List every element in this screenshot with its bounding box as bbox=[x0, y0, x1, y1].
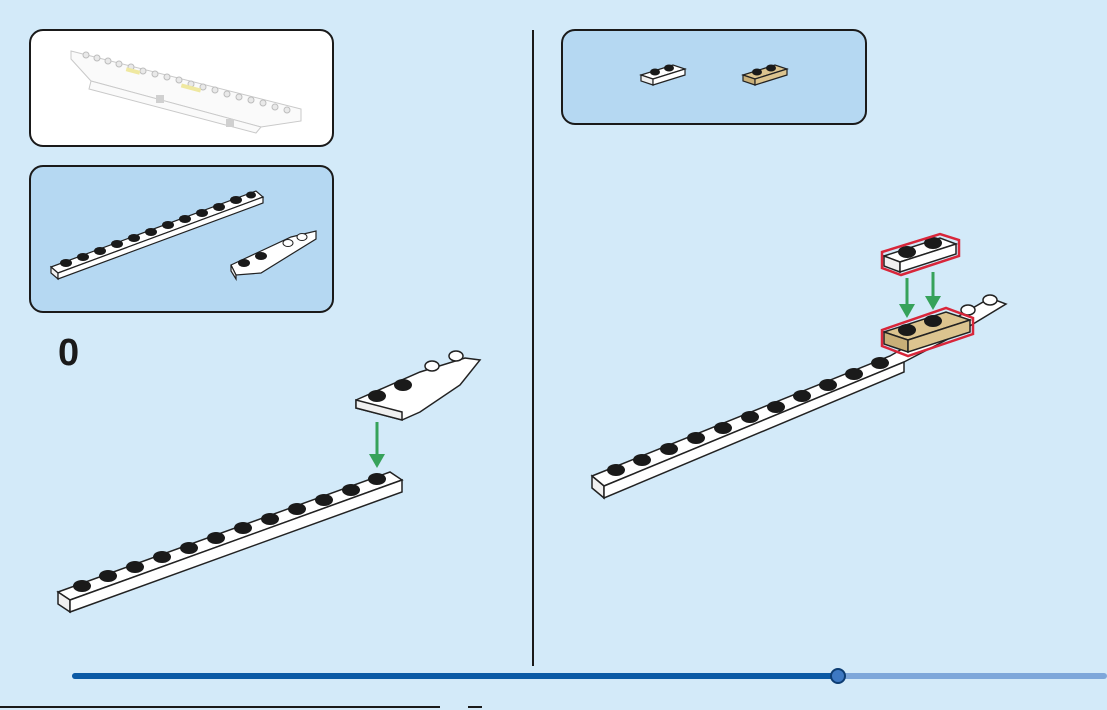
submodel-preview-panel bbox=[29, 29, 334, 147]
progress-bar bbox=[72, 673, 1107, 679]
page-divider bbox=[532, 30, 534, 666]
build-illustration-left bbox=[40, 330, 520, 630]
wedge-piece-left bbox=[356, 351, 480, 420]
build-step-right bbox=[570, 220, 1030, 520]
page-edge-tick bbox=[468, 706, 482, 708]
attach-arrow-left bbox=[369, 422, 385, 468]
parts-list-left-image bbox=[31, 167, 336, 315]
progress-fill bbox=[72, 673, 838, 679]
parts-list-right-image bbox=[563, 31, 869, 127]
parts-list-panel-right bbox=[561, 29, 867, 125]
progress-indicator bbox=[830, 668, 846, 684]
white-plate-highlighted bbox=[882, 234, 959, 275]
plate-1x2-white-part bbox=[641, 65, 685, 86]
long-plate-assembly bbox=[58, 472, 402, 612]
build-step-left bbox=[40, 330, 520, 630]
page-edge-line bbox=[0, 706, 440, 708]
wedge-plate-part bbox=[231, 231, 316, 279]
plate-1x2-tan-part bbox=[743, 65, 787, 86]
build-illustration-right bbox=[570, 220, 1030, 520]
parts-list-panel-left bbox=[29, 165, 334, 313]
submodel-preview-image bbox=[31, 31, 336, 149]
